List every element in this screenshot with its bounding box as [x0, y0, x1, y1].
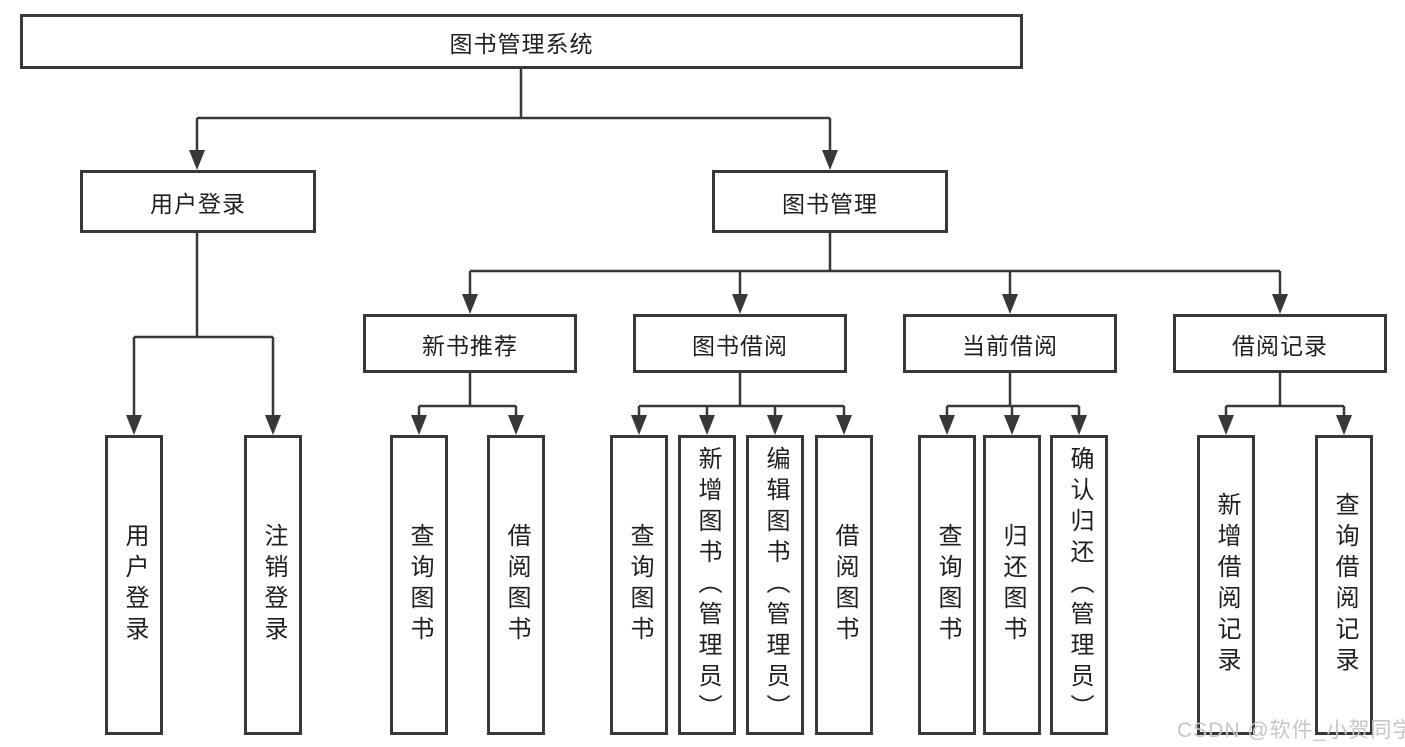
leaf-confirm-return-admin-label: 确认归还（管理员） — [1066, 445, 1093, 725]
leaf-borrow-books-recommend: 借阅图书 — [487, 435, 545, 735]
leaf-query-books-current-label: 查询图书 — [934, 523, 961, 647]
leaf-user-login-label: 用户登录 — [121, 523, 148, 647]
node-book-management-system: 图书管理系统 — [20, 14, 1023, 69]
leaf-logout-login: 注销登录 — [244, 435, 302, 735]
leaf-edit-book-admin: 编辑图书（管理员） — [746, 435, 804, 735]
leaf-logout-login-label: 注销登录 — [260, 523, 287, 647]
leaf-query-books-borrowing: 查询图书 — [610, 435, 668, 735]
leaf-borrow-books-borrowing-label: 借阅图书 — [831, 523, 858, 647]
node-current-borrowing: 当前借阅 — [903, 314, 1117, 373]
leaf-add-book-admin: 新增图书（管理员） — [678, 435, 736, 735]
leaf-return-books: 归还图书 — [983, 435, 1041, 735]
node-user-login-branch: 用户登录 — [80, 170, 316, 233]
leaf-add-book-admin-label: 新增图书（管理员） — [694, 445, 721, 725]
csdn-watermark: CSDN @软件_小贺同学 — [1177, 719, 1405, 742]
leaf-query-books-recommend-label: 查询图书 — [406, 523, 433, 647]
leaf-add-borrow-record: 新增借阅记录 — [1197, 435, 1255, 735]
leaf-return-books-label: 归还图书 — [999, 523, 1026, 647]
node-borrow-records: 借阅记录 — [1173, 314, 1387, 373]
node-book-management-branch: 图书管理 — [712, 170, 948, 233]
leaf-query-books-borrowing-label: 查询图书 — [626, 523, 653, 647]
node-new-book-recommend: 新书推荐 — [363, 314, 577, 373]
leaf-confirm-return-admin: 确认归还（管理员） — [1050, 435, 1108, 735]
leaf-borrow-books-recommend-label: 借阅图书 — [503, 523, 530, 647]
leaf-query-books-current: 查询图书 — [918, 435, 976, 735]
leaf-add-borrow-record-label: 新增借阅记录 — [1213, 492, 1240, 678]
leaf-edit-book-admin-label: 编辑图书（管理员） — [762, 445, 789, 725]
node-book-borrowing: 图书借阅 — [633, 314, 847, 373]
leaf-query-books-recommend: 查询图书 — [390, 435, 448, 735]
leaf-borrow-books-borrowing: 借阅图书 — [815, 435, 873, 735]
leaf-user-login: 用户登录 — [105, 435, 163, 735]
leaf-query-borrow-record: 查询借阅记录 — [1315, 435, 1373, 735]
leaf-query-borrow-record-label: 查询借阅记录 — [1331, 492, 1358, 678]
